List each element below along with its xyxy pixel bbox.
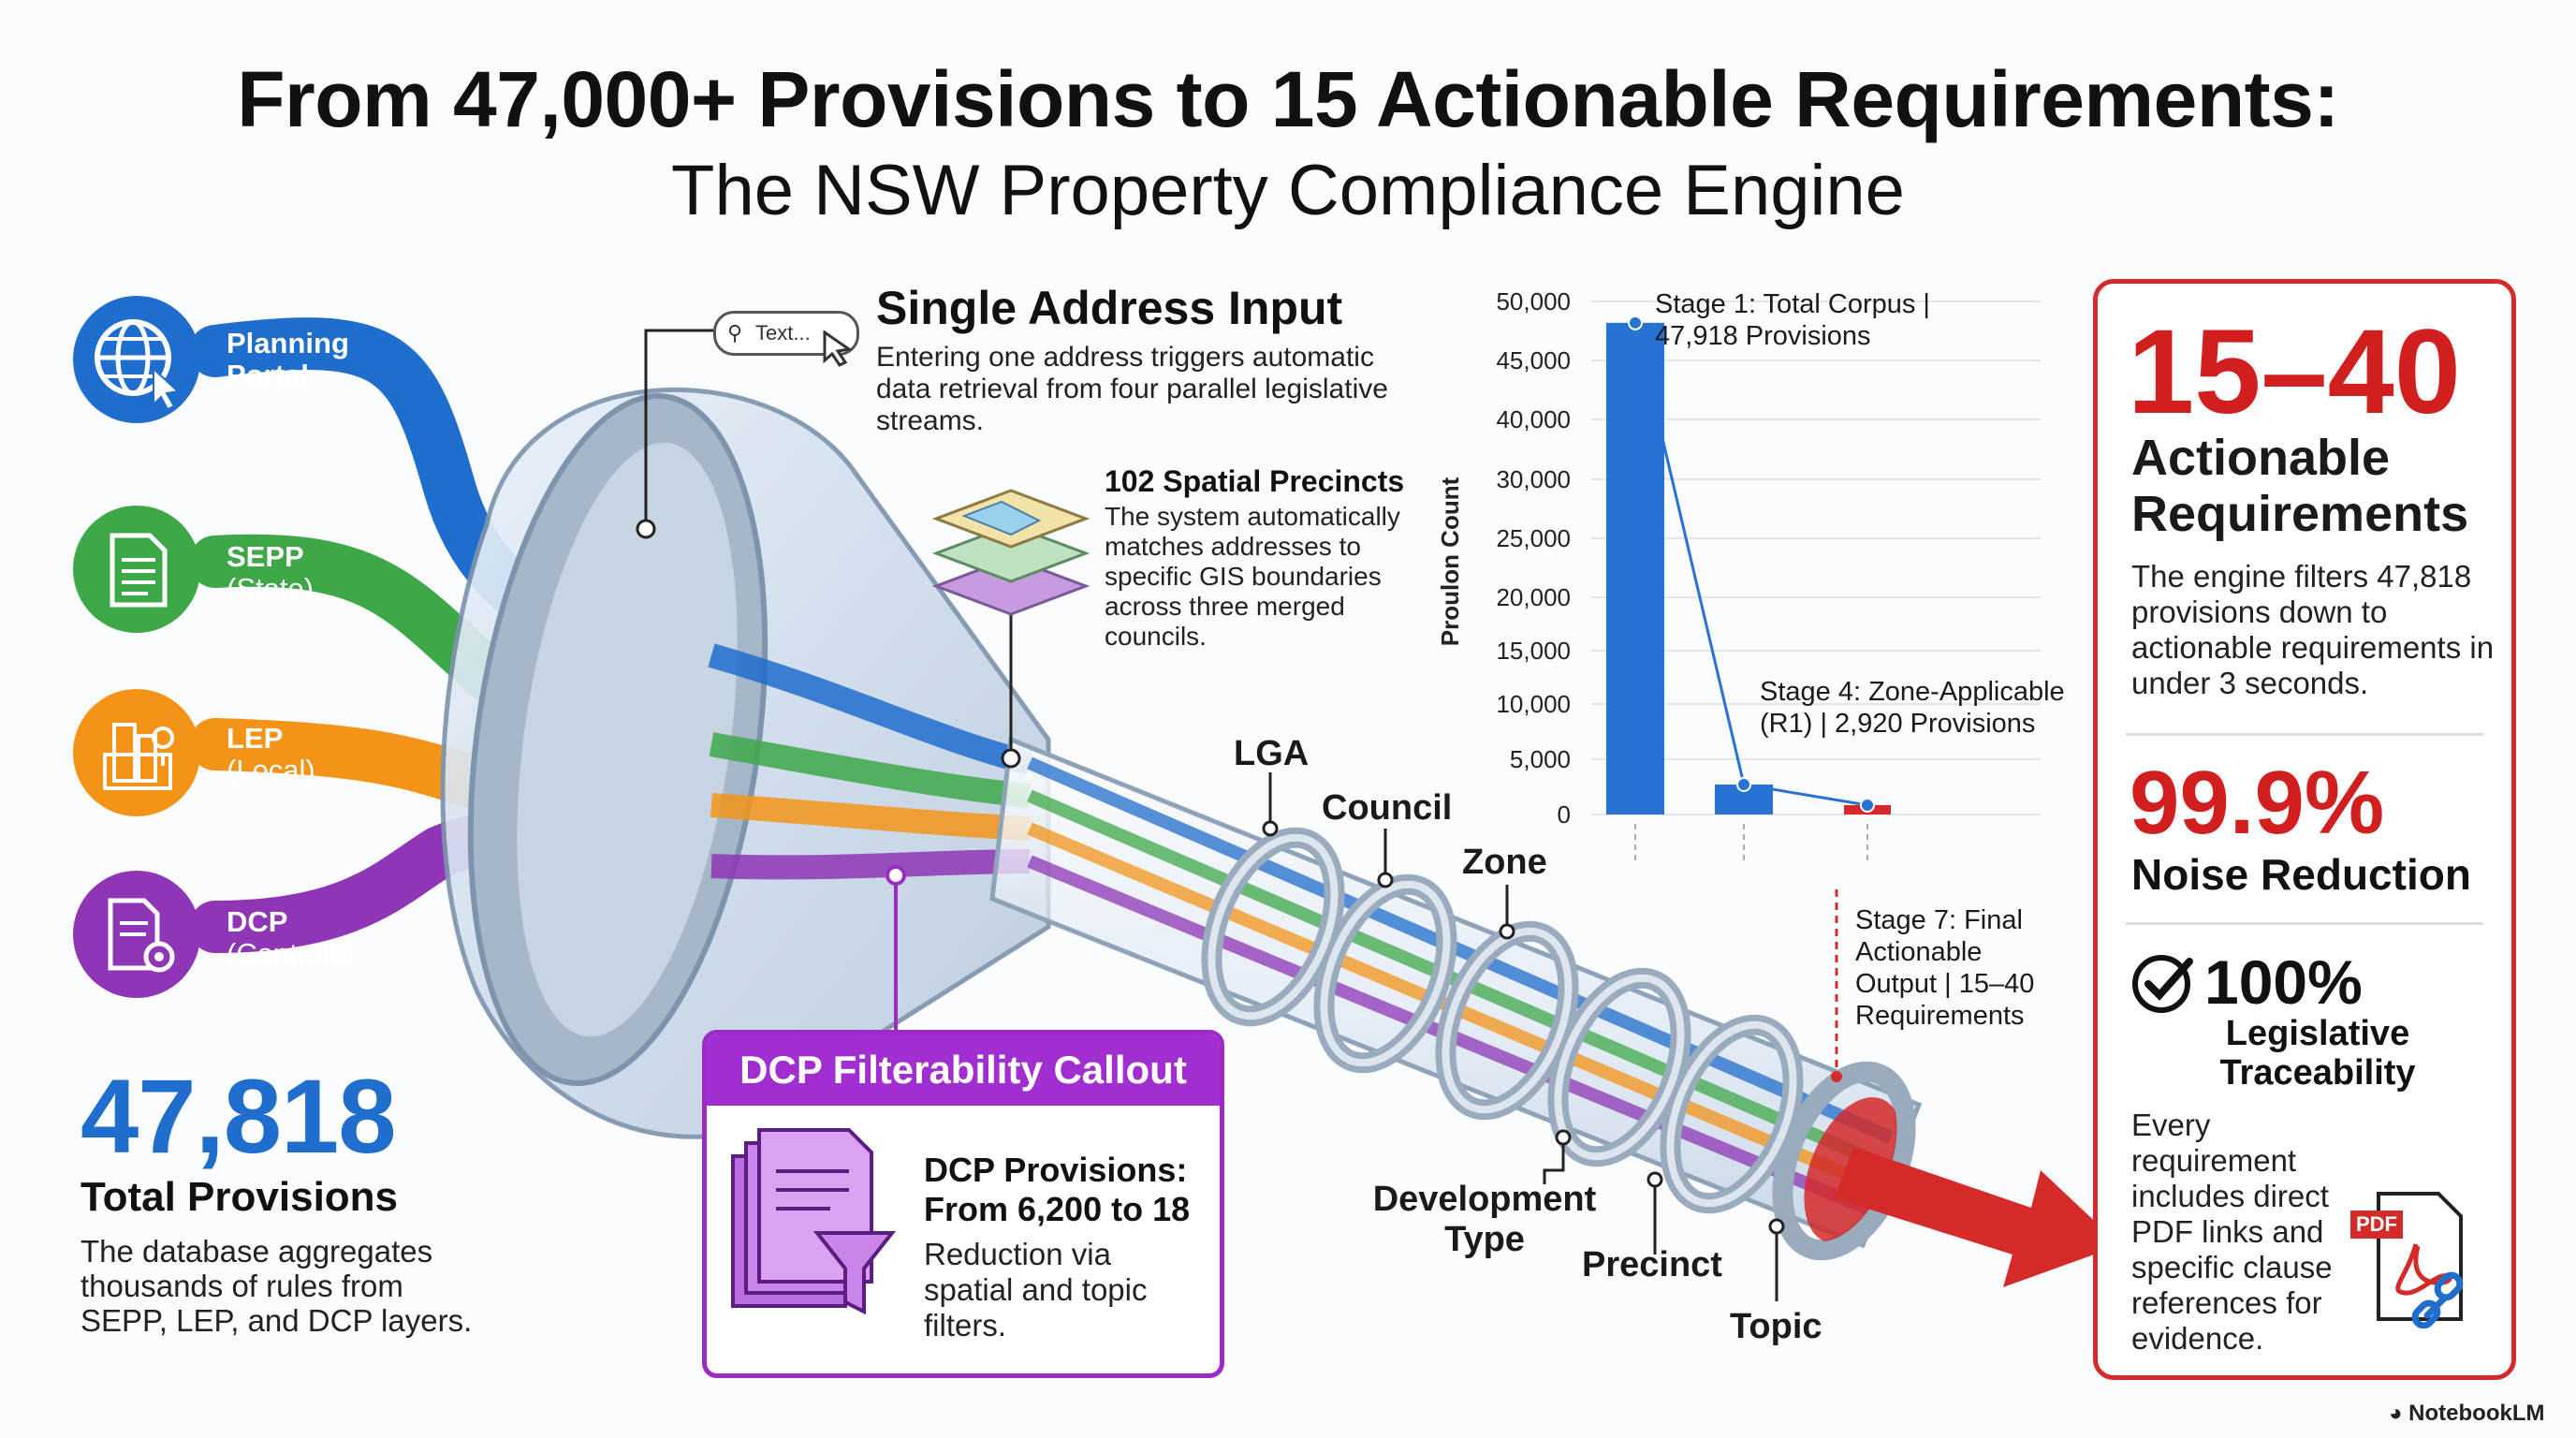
total-number: 47,818: [80, 1058, 397, 1175]
filter-label-devtype: Development Type: [1372, 1180, 1597, 1259]
callout-desc: Reduction via spatial and topic filters.: [924, 1237, 1148, 1343]
chart-annotation-stage7: Stage 7: Final Actionable Output | 15–40…: [1855, 905, 2035, 1031]
document-icon: [110, 533, 168, 608]
callout-title: DCP Provisions: From 6,200 to 18: [924, 1151, 1191, 1228]
provision-funnel-chart: 50,000 45,000 40,000 30,000 25,000 20,000 15,0…: [1436, 287, 2041, 861]
range-number: 15–40: [2128, 305, 2461, 439]
noise-pct: 99.9%: [2130, 753, 2385, 853]
source-sepp: [73, 506, 200, 633]
filter-label-lga: LGA: [1234, 734, 1310, 773]
document-gear-icon: [108, 898, 175, 973]
pdf-link-icon: PDF: [2350, 1188, 2481, 1329]
filter-label-topic: Topic: [1730, 1307, 1822, 1346]
y-tick-label: 20,000: [1496, 583, 1571, 611]
address-input-title: Single Address Input: [876, 282, 1343, 334]
y-tick-label: 10,000: [1496, 690, 1571, 718]
map-layers-icon: [931, 489, 1090, 616]
document-filter-icon: [731, 1128, 896, 1315]
trace-desc: Every requirement includes direct PDF li…: [2131, 1108, 2333, 1356]
globe-cursor-icon: [95, 319, 181, 411]
subtitle: The NSW Property Compliance Engine: [671, 151, 1905, 230]
trend-point: [1628, 315, 1643, 330]
trace-pct: 100%: [2204, 947, 2363, 1017]
notebooklm-icon: ◕: [2389, 1401, 2403, 1426]
range-label: Actionable Requirements: [2131, 430, 2469, 542]
address-input-desc: Entering one address triggers automatic …: [876, 342, 1388, 436]
search-icon: ⚲: [727, 321, 743, 345]
chart-annotation-stage1: Stage 1: Total Corpus | 47,918 Provision…: [1655, 289, 1930, 351]
results-panel: 15–40 Actionable Requirements The engine…: [2093, 279, 2516, 1380]
y-tick-label: 50,000: [1496, 287, 1571, 315]
filter-label-precinct: Precinct: [1582, 1245, 1722, 1284]
y-tick-label: 25,000: [1496, 524, 1571, 552]
y-tick-label: 0: [1558, 800, 1571, 829]
trend-point: [1860, 798, 1875, 813]
chart-annotation-stage4: Stage 4: Zone-Applicable (R1) | 2,920 Pr…: [1760, 677, 2065, 739]
callout-header: DCP Filterability Callout: [707, 1034, 1220, 1106]
main-title: From 47,000+ Provisions to 15 Actionable…: [237, 55, 2339, 143]
check-circle-icon: [2132, 955, 2193, 1013]
dcp-callout: DCP Filterability Callout DCP Provisions…: [702, 1030, 1224, 1378]
bar-stage-1: [1606, 322, 1664, 814]
y-tick-label: 45,000: [1496, 346, 1571, 374]
brand-notebooklm: ◕ NotebookLM: [2389, 1401, 2545, 1426]
range-desc: The engine filters 47,818 provisions dow…: [2131, 559, 2495, 700]
source-label-sepp: SEPP(State): [227, 540, 315, 605]
spatial-title: 102 Spatial Precincts: [1105, 464, 1405, 498]
source-dcp: [73, 871, 200, 998]
y-tick-label: 40,000: [1496, 405, 1571, 433]
trend-point: [1736, 776, 1751, 792]
total-label: Total Provisions: [80, 1174, 399, 1220]
y-tick-label: 30,000: [1496, 465, 1571, 493]
pdf-badge: PDF: [2350, 1211, 2403, 1239]
address-search-input[interactable]: ⚲ Text...: [713, 311, 859, 367]
y-tick-label: 5,000: [1510, 745, 1571, 773]
source-lep: [73, 689, 200, 816]
y-tick-label: 15,000: [1496, 637, 1571, 665]
cursor-icon: [823, 330, 853, 367]
filter-label-zone: Zone: [1462, 843, 1547, 882]
y-axis-label: Proulon Count: [1436, 477, 1464, 646]
total-desc: The database aggregates thousands of rul…: [80, 1234, 473, 1338]
trace-label: Legislative Traceability: [2219, 1014, 2416, 1093]
spatial-desc: The system automatically matches address…: [1105, 502, 1400, 651]
filter-label-council: Council: [1322, 788, 1453, 828]
noise-label: Noise Reduction: [2131, 850, 2471, 899]
source-planning-portal: [73, 296, 200, 423]
source-label-dcp: DCP(Controls): [227, 905, 355, 970]
city-map-icon: [103, 723, 175, 790]
source-label-lep: LEP(Local): [227, 722, 315, 786]
output-arrow: [1835, 1147, 2120, 1287]
